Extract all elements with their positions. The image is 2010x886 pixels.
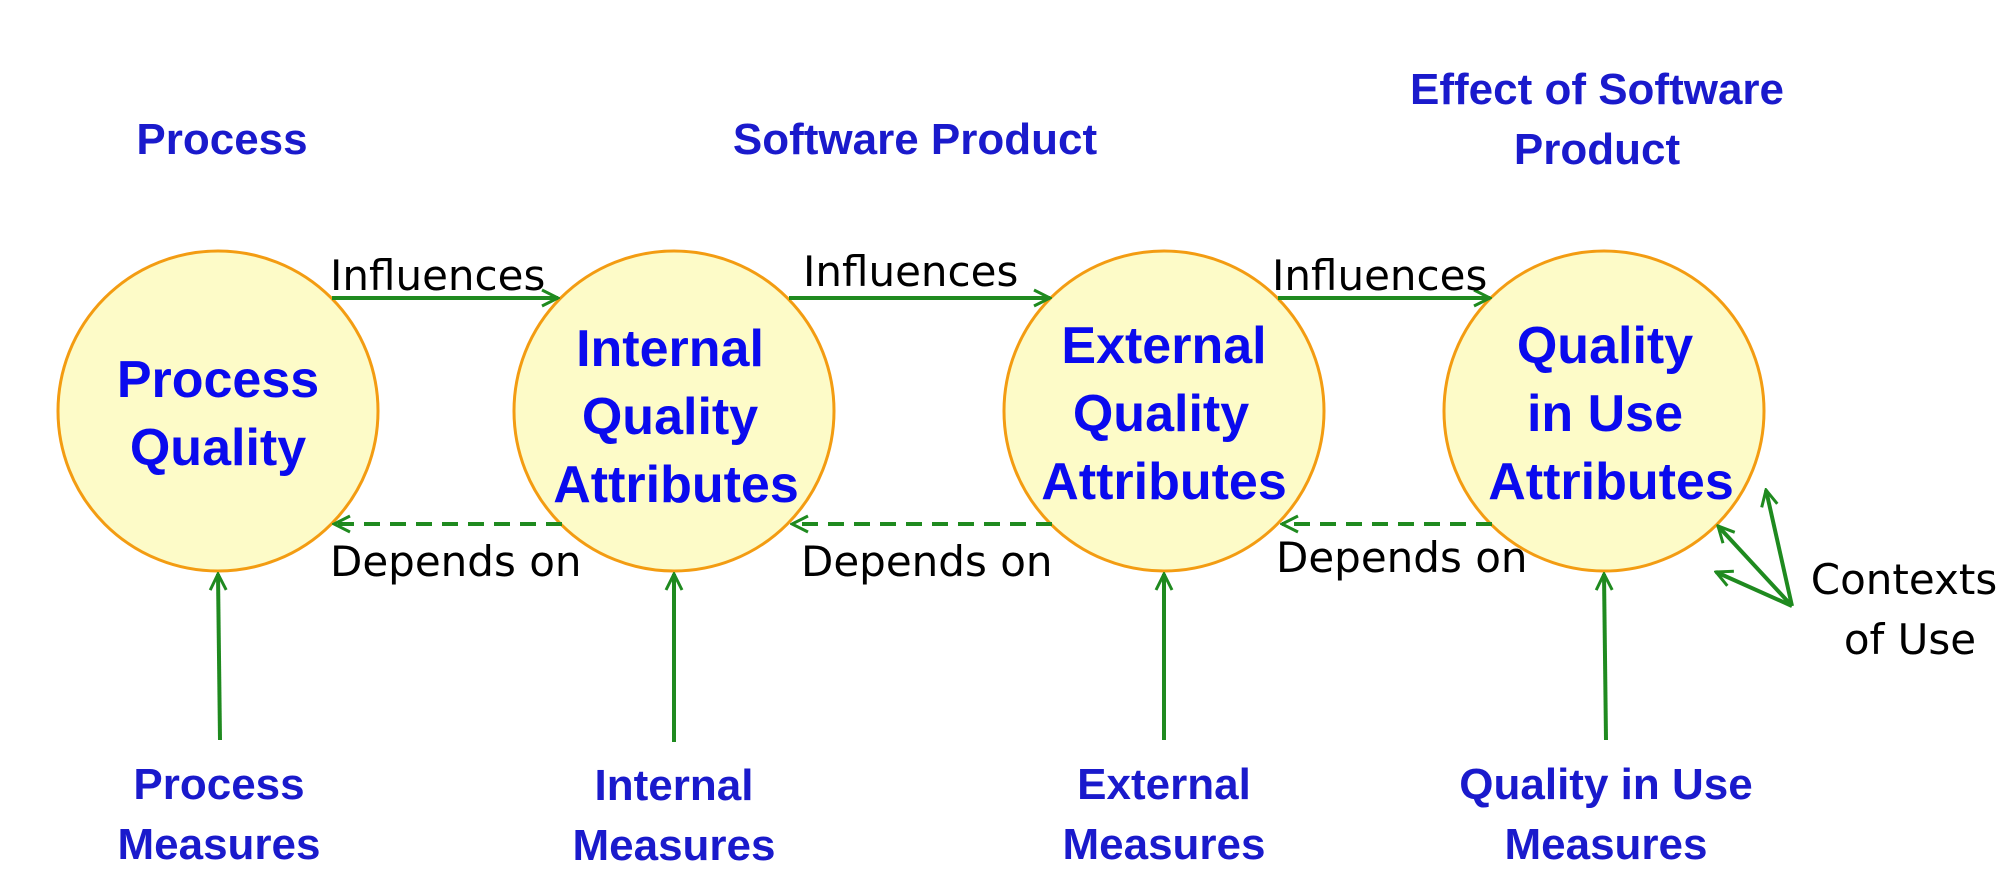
external-quality-label-3: Attributes — [1041, 453, 1287, 511]
internal-quality-label-1: Internal — [576, 320, 764, 378]
quality-in-use-label-1: Quality — [1517, 317, 1693, 375]
contexts-arrow-2 — [1718, 526, 1794, 608]
external-measures-label-2: Measures — [1062, 820, 1265, 869]
internal-quality-circle — [512, 249, 836, 573]
influences-label-2: Influences — [803, 247, 1018, 296]
contexts-label-1: Contexts — [1811, 555, 1997, 604]
contexts-label-2: of Use — [1844, 615, 1976, 664]
depends-on-label-1: Depends on — [330, 537, 582, 586]
header-software-product: Software Product — [733, 115, 1098, 164]
quality-in-use-measures-label-1: Quality in Use — [1459, 760, 1752, 809]
process-quality-circle — [56, 249, 380, 573]
influences-label-3: Influences — [1272, 251, 1487, 300]
quality-in-use-measures-label-2: Measures — [1504, 820, 1707, 869]
depends-on-label-3: Depends on — [1276, 533, 1528, 582]
internal-quality-label-3: Attributes — [553, 456, 799, 514]
influences-label-1: Influences — [330, 251, 545, 300]
external-quality-circle — [1002, 249, 1326, 573]
external-quality-label-1: External — [1061, 317, 1266, 375]
quality-in-use-measures-arrow — [1604, 574, 1606, 741]
quality-in-use-circle — [1442, 249, 1766, 573]
external-measures-label-1: External — [1077, 760, 1251, 809]
process-quality-label-1: Process — [117, 351, 319, 409]
contexts-arrow-1 — [1766, 490, 1794, 607]
internal-quality-label-2: Quality — [582, 388, 758, 446]
quality-in-use-label-3: Attributes — [1488, 453, 1734, 511]
quality-in-use-label-2: in Use — [1527, 385, 1683, 443]
internal-measures-label-1: Internal — [595, 761, 754, 810]
header-process: Process — [136, 115, 307, 164]
header-effect-line1: Effect of Software — [1410, 65, 1784, 114]
depends-on-label-2: Depends on — [801, 537, 1053, 586]
process-measures-label-1: Process — [133, 760, 304, 809]
internal-measures-label-2: Measures — [572, 821, 775, 870]
process-quality-label-2: Quality — [130, 419, 306, 477]
contexts-arrow-3 — [1716, 572, 1793, 608]
header-effect-line2: Product — [1514, 125, 1681, 174]
external-quality-label-2: Quality — [1073, 385, 1249, 443]
process-measures-arrow — [218, 574, 220, 741]
process-measures-label-2: Measures — [117, 820, 320, 869]
